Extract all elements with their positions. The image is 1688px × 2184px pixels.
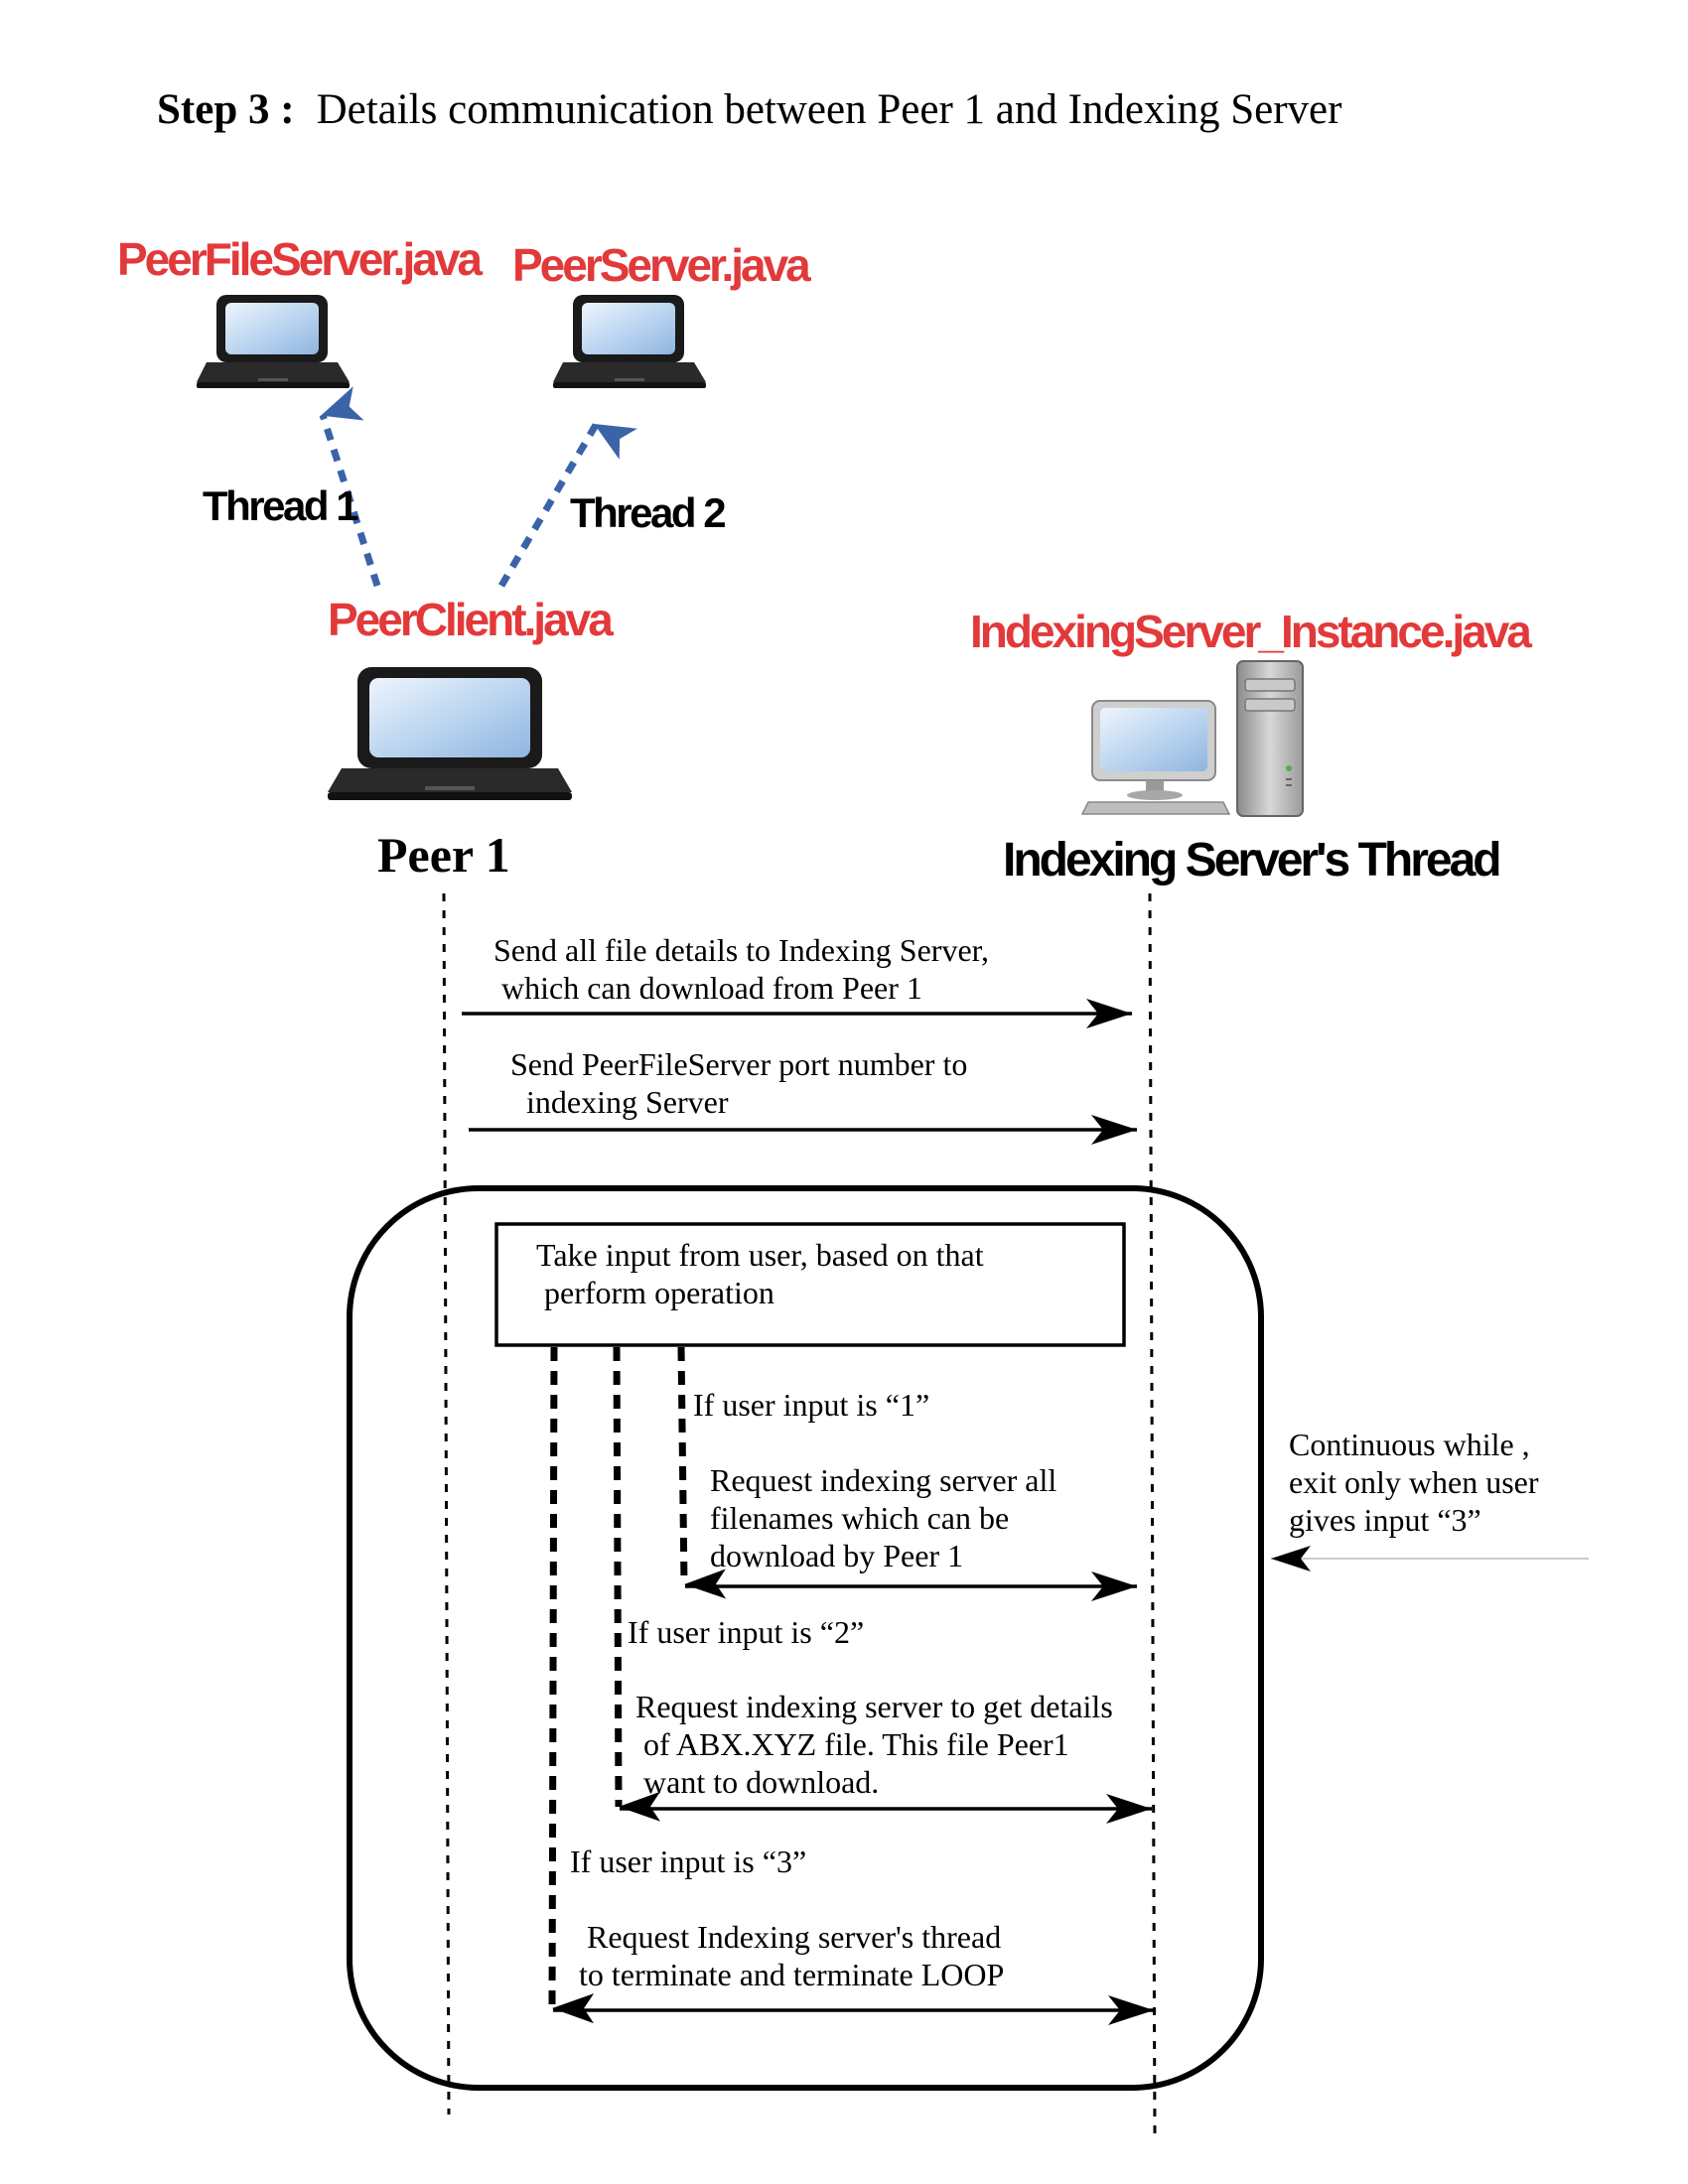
message-send-port: Send PeerFileServer port number to index… — [0, 0, 1007, 1120]
branch2-line — [613, 1346, 661, 1822]
condition-3-label: If user input is “3” — [570, 1843, 806, 1879]
loop-note-arrowhead — [1271, 1546, 1311, 1571]
thread2-label: Thread 2 — [570, 489, 725, 536]
message-line: Send all file details to Indexing Server… — [493, 932, 989, 968]
thread2-arrow — [497, 423, 637, 588]
loop-note: Continuous while , exit only when user g… — [1289, 1427, 1547, 1538]
peer-actor-label: Peer 1 — [377, 827, 510, 883]
request-line: to terminate and terminate LOOP — [579, 1957, 1004, 1992]
message-line: indexing Server — [510, 1084, 729, 1120]
request-line: want to download. — [635, 1764, 879, 1800]
message-line: which can download from Peer 1 — [493, 970, 922, 1006]
peer-lifeline — [442, 892, 451, 2116]
message-send-details: Send all file details to Indexing Server… — [493, 932, 997, 1006]
peer-file-server-label: PeerFileServer.java — [117, 233, 483, 285]
loop-note-line: Continuous while , — [1289, 1427, 1530, 1462]
request-1-text: Request indexing server all filenames wh… — [710, 1462, 1064, 1573]
server-actor-label: Indexing Server's Thread — [1003, 834, 1499, 887]
indexing-instance-label: IndexingServer_Instance.java — [970, 606, 1532, 657]
condition-2-label: If user input is “2” — [628, 1614, 864, 1650]
request-line: Request indexing server all — [710, 1462, 1056, 1498]
branch1-line — [677, 1346, 727, 1599]
request-line: filenames which can be — [710, 1500, 1009, 1536]
step-label: Step 3 : — [157, 86, 295, 133]
laptop-icon — [553, 295, 706, 388]
request-line: of ABX.XYZ file. This file Peer1 — [635, 1726, 1069, 1762]
loop-frame — [347, 1185, 1264, 2091]
request-line: Request indexing server to get details — [635, 1689, 1113, 1724]
thread1-label: Thread 1 — [203, 482, 358, 529]
message-line: Send PeerFileServer port number to — [510, 1046, 967, 1082]
input-box-line: Take input from user, based on that — [536, 1237, 984, 1273]
condition-1-label: If user input is “1” — [693, 1387, 929, 1423]
peer-server-label: PeerServer.java — [512, 239, 811, 291]
input-box-text: Take input from user, based on that perf… — [0, 0, 1024, 1310]
thread1-arrow — [319, 386, 381, 588]
peer-client-label: PeerClient.java — [328, 594, 614, 645]
server-lifeline — [1148, 892, 1157, 2135]
loop-note-line: gives input “3” — [1289, 1502, 1481, 1538]
branch3-line — [548, 1346, 595, 2024]
request-line: download by Peer 1 — [710, 1538, 963, 1573]
request-line: Request Indexing server's thread — [587, 1919, 1001, 1955]
title-text: Details communication between Peer 1 and… — [317, 86, 1342, 133]
page-title: Step 3 : Details communication between Pe… — [157, 86, 1341, 133]
loop-note-line: exit only when user — [1289, 1464, 1539, 1500]
laptop-icon — [197, 295, 350, 388]
input-box-line: perform operation — [536, 1275, 774, 1310]
laptop-icon — [328, 667, 572, 800]
input-box — [494, 1222, 1126, 1347]
desktop-computer-icon — [1080, 660, 1304, 817]
request-3-text: Request Indexing server's thread to term… — [579, 1919, 1009, 1992]
request-2-text: Request indexing server to get details o… — [635, 1689, 1113, 1800]
